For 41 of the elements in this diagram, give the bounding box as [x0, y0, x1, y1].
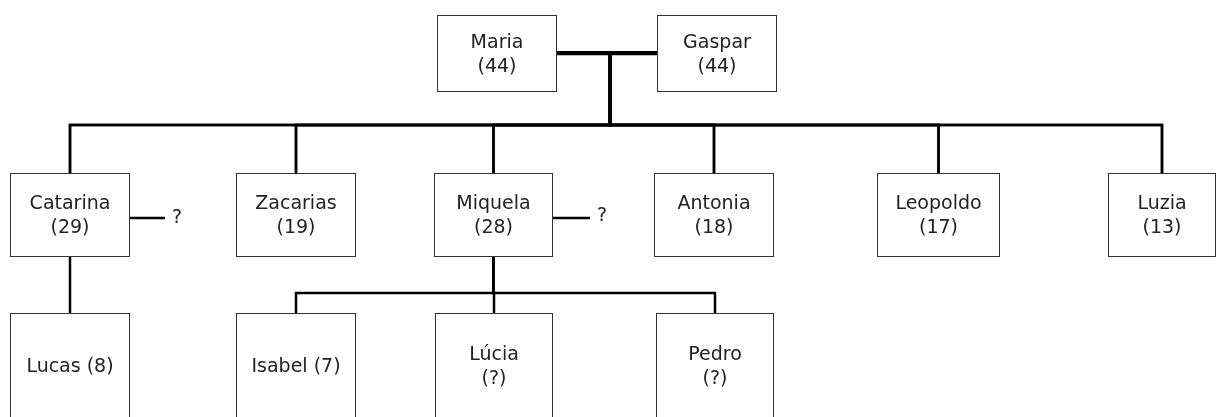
- person-box: [657, 15, 777, 92]
- person-age: (29): [50, 215, 90, 239]
- person-name: Pedro: [688, 341, 742, 366]
- person-name: Maria: [470, 29, 524, 54]
- person-age: (17): [919, 215, 958, 239]
- person-name: Gaspar: [683, 29, 751, 54]
- person-box: [1108, 173, 1216, 257]
- person-age: (?): [481, 365, 507, 390]
- person-box: [10, 313, 130, 417]
- connector-line: [68, 257, 72, 313]
- person-age: (?): [702, 365, 728, 390]
- connector-line: [557, 52, 657, 56]
- person-age: (44): [697, 53, 737, 78]
- person-age: (19): [276, 215, 316, 239]
- person-box: [435, 313, 553, 417]
- person-box: [236, 173, 356, 257]
- person-box: [236, 313, 356, 417]
- person-name: Zacarias: [255, 191, 337, 215]
- unknown-partner-mark: ?: [593, 202, 611, 228]
- connector-line: [492, 257, 717, 313]
- person-age: (13): [1142, 215, 1182, 239]
- person-age: (44): [477, 53, 517, 78]
- person-age: (28): [474, 215, 513, 239]
- person-name: Lucas (8): [26, 353, 114, 378]
- person-age: (18): [694, 215, 734, 239]
- connector-line: [553, 216, 590, 220]
- person-box: [656, 313, 774, 417]
- person-name: Isabel (7): [251, 353, 341, 378]
- person-name: Miquela: [456, 191, 531, 215]
- person-name: Leopoldo: [895, 191, 982, 215]
- person-name: Luzia: [1137, 191, 1187, 215]
- person-name: Catarina: [29, 191, 111, 215]
- person-name: Lúcia: [469, 341, 519, 366]
- person-box: [10, 173, 130, 257]
- person-name: Antonia: [677, 191, 751, 215]
- person-box: [434, 173, 553, 257]
- unknown-partner-mark: ?: [168, 204, 186, 230]
- person-box: [877, 173, 1000, 257]
- person-box: [437, 15, 557, 92]
- connector-line: [130, 216, 165, 220]
- person-box: [654, 173, 774, 257]
